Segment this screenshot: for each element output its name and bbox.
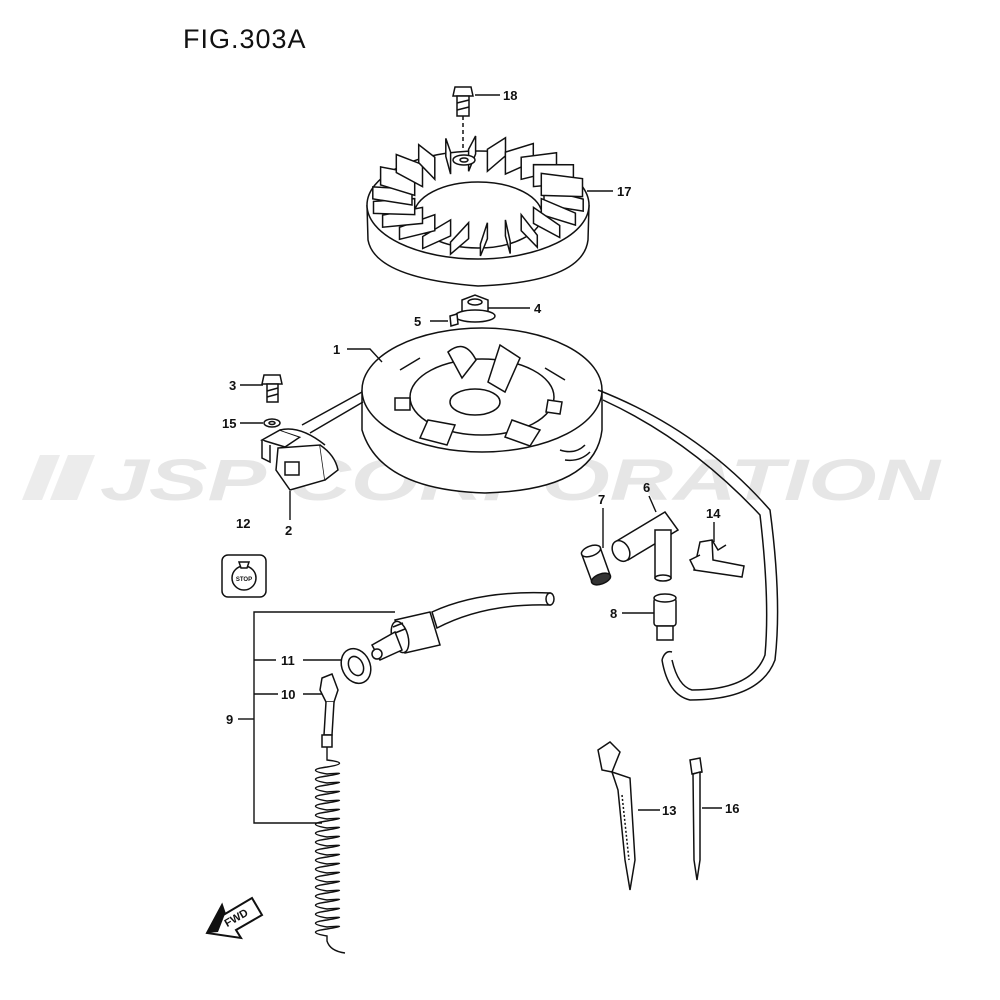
callout-5: 5 [414,314,421,329]
stator-wiring [301,389,779,701]
callout-16: 16 [725,801,739,816]
callout-1: 1 [333,342,340,357]
fan-blade [479,222,489,257]
callout-8: 8 [610,606,617,621]
part-clip-10 [319,673,339,748]
part-nut-4 [454,294,496,323]
callout-numbers: 18 17 4 5 1 3 15 2 12 7 6 14 8 11 10 9 1… [222,88,739,818]
fan-blade [504,219,511,254]
leader-lines [238,94,722,824]
part-key-5 [449,313,459,327]
callout-10: 10 [281,687,295,702]
fan-blade [398,213,436,241]
stop-switch-label: STOP [236,577,252,583]
part-bolt-18 [452,86,474,150]
figure-title: FIG.303A [183,24,307,54]
fan-blade [449,220,470,256]
callout-4: 4 [534,301,542,316]
direction-fwd-arrow: FWD [205,896,264,940]
part-grommet-7 [580,544,612,586]
fan-blade [417,143,436,182]
part-cooling-fan-17 [366,135,590,287]
callout-13: 13 [662,803,676,818]
callout-3: 3 [229,378,236,393]
callout-18: 18 [503,88,517,103]
part-cable-tie-16 [689,757,703,881]
fan-blade [395,153,424,188]
callout-17: 17 [617,184,631,199]
callout-2: 2 [285,523,292,538]
part-stator-1 [361,327,603,494]
fan-blade [520,212,539,250]
part-stop-switch-assy-9 [370,591,555,661]
coil-cord [314,747,346,954]
fan-blade [532,205,561,239]
fan-blade [445,138,452,175]
part-clamp-14 [688,539,745,578]
part-washer-15 [263,418,281,428]
fan-blade [540,197,577,227]
fan-blade [486,136,507,173]
callout-9: 9 [226,712,233,727]
part-nut-11 [340,647,372,685]
part-bolt-3 [261,374,283,403]
part-ignition-coil-2 [260,428,339,491]
part-stop-switch-12: STOP [221,554,267,598]
callout-15: 15 [222,416,236,431]
part-plug-cap-6 [611,511,680,582]
watermark-logo-icon [22,455,95,500]
callout-11: 11 [281,653,295,668]
fan-blades [372,135,584,257]
fan-blade [540,172,584,198]
part-cap-8 [653,593,677,641]
callout-7: 7 [598,492,605,507]
fan-blade [421,218,452,250]
callout-14: 14 [706,506,721,521]
callout-12: 12 [236,516,250,531]
callout-6: 6 [643,480,650,495]
part-cable-tie-13 [597,741,636,891]
